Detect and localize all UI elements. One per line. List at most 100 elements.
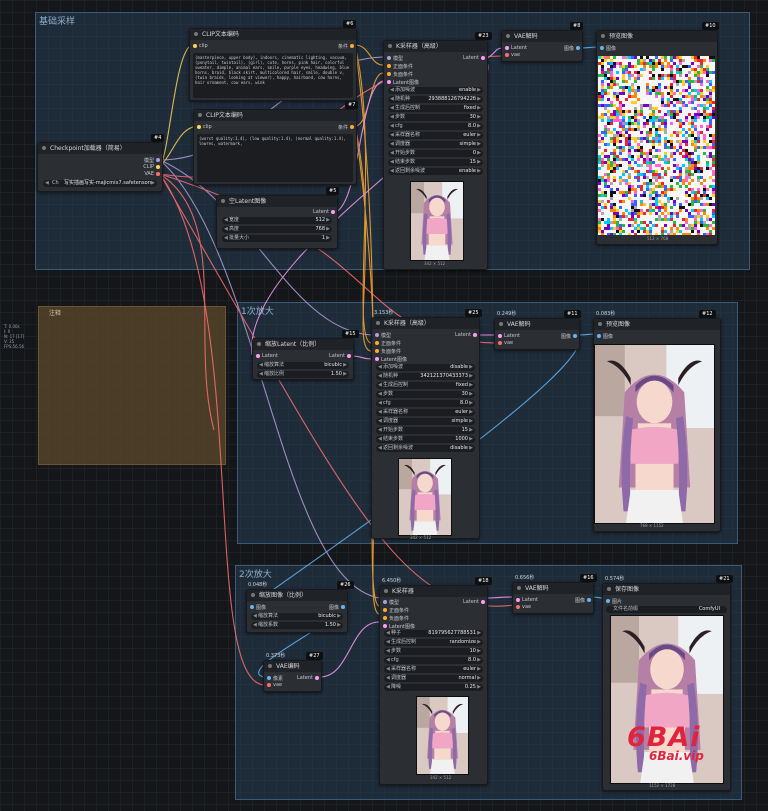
arrow-left-icon[interactable]: ◀ [386,639,390,645]
arrow-right-icon[interactable]: ▶ [469,436,473,442]
latent-input[interactable]: Latent图像 [383,623,415,630]
vae-decode-node-1[interactable]: VAE解码 Latent vae 图像 [501,30,583,62]
prompt-textarea[interactable]: (worst quality:1.4), (low quality:1.4), … [197,134,353,182]
clip-text-encode-positive-node[interactable]: CLIP文本编码 clip 条件 (masterpiece, upper bod… [189,28,357,101]
arrow-right-icon[interactable]: ▶ [477,123,481,129]
arrow-left-icon[interactable]: ◀ [259,371,263,377]
arrow-left-icon[interactable]: ◀ [253,622,257,628]
image-input[interactable]: 图像 [597,333,613,340]
arrow-left-icon[interactable]: ◀ [253,613,257,619]
arrow-right-icon[interactable]: ▶ [477,159,481,165]
arrow-right-icon[interactable]: ▶ [469,427,473,433]
latent-output[interactable]: Latent [313,209,336,215]
model-input[interactable]: 模型 [375,332,391,339]
preview-image-node-1[interactable]: 预览图像 图像 512 × 768 [596,30,718,245]
vae-output[interactable]: VAE [144,171,160,177]
image-output[interactable]: 图像 [329,604,346,611]
arrow-left-icon[interactable]: ◀ [390,159,394,165]
arrow-right-icon[interactable]: ▶ [477,657,481,663]
vae-encode-node[interactable]: VAE编码 像素 vae Latent [263,660,322,692]
model-input[interactable]: 模型 [387,55,403,62]
arrow-right-icon[interactable]: ▶ [477,87,481,93]
arrow-left-icon[interactable]: ◀ [386,657,390,663]
latent-input[interactable]: Latent [256,353,278,359]
prompt-textarea[interactable]: (masterpiece, upper body), indoors, cine… [193,53,353,98]
conditioning-output[interactable]: 条件 [338,43,355,50]
vae-input[interactable]: vae [498,340,513,346]
positive-input[interactable]: 正面条件 [383,607,409,614]
latent-output[interactable]: Latent [297,675,320,681]
group-note[interactable]: 注释 [38,306,226,465]
arrow-right-icon[interactable]: ▶ [343,371,347,377]
arrow-right-icon[interactable]: ▶ [469,418,473,424]
arrow-left-icon[interactable]: ◀ [378,400,382,406]
arrow-right-icon[interactable]: ▶ [469,391,473,397]
arrow-right-icon[interactable]: ▶ [477,96,481,102]
negative-input[interactable]: 负面条件 [383,615,409,622]
arrow-right-icon[interactable]: ▶ [337,622,341,628]
arrow-right-icon[interactable]: ▶ [477,639,481,645]
arrow-left-icon[interactable]: ◀ [224,235,228,241]
latent-output[interactable]: Latent [463,599,486,605]
image-output[interactable]: 图像 [561,333,578,340]
image-input[interactable]: 图片 [606,598,622,605]
positive-input[interactable]: 正面条件 [375,340,401,347]
arrow-right-icon[interactable]: ▶ [151,180,155,186]
arrow-left-icon[interactable]: ◀ [390,168,394,174]
arrow-left-icon[interactable]: ◀ [378,436,382,442]
arrow-right-icon[interactable]: ▶ [337,613,341,619]
arrow-right-icon[interactable]: ▶ [326,226,330,232]
latent-input[interactable]: Latent [516,597,538,603]
arrow-right-icon[interactable]: ▶ [477,630,481,636]
arrow-right-icon[interactable]: ▶ [477,141,481,147]
arrow-right-icon[interactable]: ▶ [469,445,473,451]
clip-input[interactable]: clip [197,124,212,130]
arrow-right-icon[interactable]: ▶ [469,409,473,415]
latent-input[interactable]: Latent图像 [375,356,407,363]
arrow-left-icon[interactable]: ◀ [386,666,390,672]
arrow-right-icon[interactable]: ▶ [326,235,330,241]
latent-input[interactable]: Latent [498,333,520,339]
latent-input[interactable]: Latent [505,45,527,51]
arrow-left-icon[interactable]: ◀ [378,373,382,379]
arrow-left-icon[interactable]: ◀ [390,105,394,111]
vae-input[interactable]: vae [516,604,531,610]
image-input[interactable]: 图像 [250,604,266,611]
arrow-right-icon[interactable]: ▶ [343,362,347,368]
checkpoint-loader-node[interactable]: Checkpoint加载器（简易） 模型 CLIP VAE ◀ Ch 写实插画写… [37,142,163,192]
pixels-input[interactable]: 像素 [267,675,283,682]
arrow-right-icon[interactable]: ▶ [477,684,481,690]
latent-input[interactable]: Latent图像 [387,79,419,86]
latent-output[interactable]: Latent [463,55,486,61]
arrow-right-icon[interactable]: ▶ [469,373,473,379]
vae-decode-node-3[interactable]: VAE解码 Latent vae 图像 [512,582,594,614]
arrow-left-icon[interactable]: ◀ [390,141,394,147]
arrow-right-icon[interactable]: ▶ [477,114,481,120]
arrow-left-icon[interactable]: ◀ [224,217,228,223]
arrow-left-icon[interactable]: ◀ [378,382,382,388]
arrow-left-icon[interactable]: ◀ [390,96,394,102]
arrow-left-icon[interactable]: ◀ [386,684,390,690]
